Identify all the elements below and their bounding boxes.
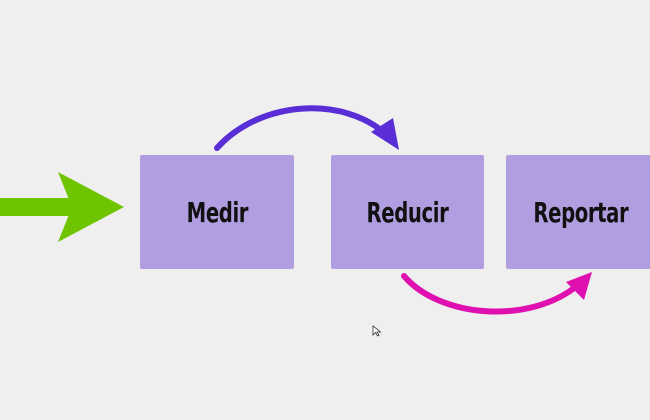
- step-label-reportar: Reportar: [533, 195, 629, 229]
- entry-arrow: [0, 172, 124, 242]
- curved-arrow-medir-to-reducir: [214, 105, 399, 151]
- step-label-reducir: Reducir: [366, 195, 449, 229]
- curved-arrow-reducir-to-reportar: [401, 272, 592, 315]
- step-box-medir: Medir: [140, 155, 294, 269]
- step-box-reportar: Reportar: [506, 155, 650, 269]
- step-label-medir: Medir: [186, 195, 248, 229]
- mouse-pointer-icon: [372, 325, 382, 337]
- step-box-reducir: Reducir: [331, 155, 484, 269]
